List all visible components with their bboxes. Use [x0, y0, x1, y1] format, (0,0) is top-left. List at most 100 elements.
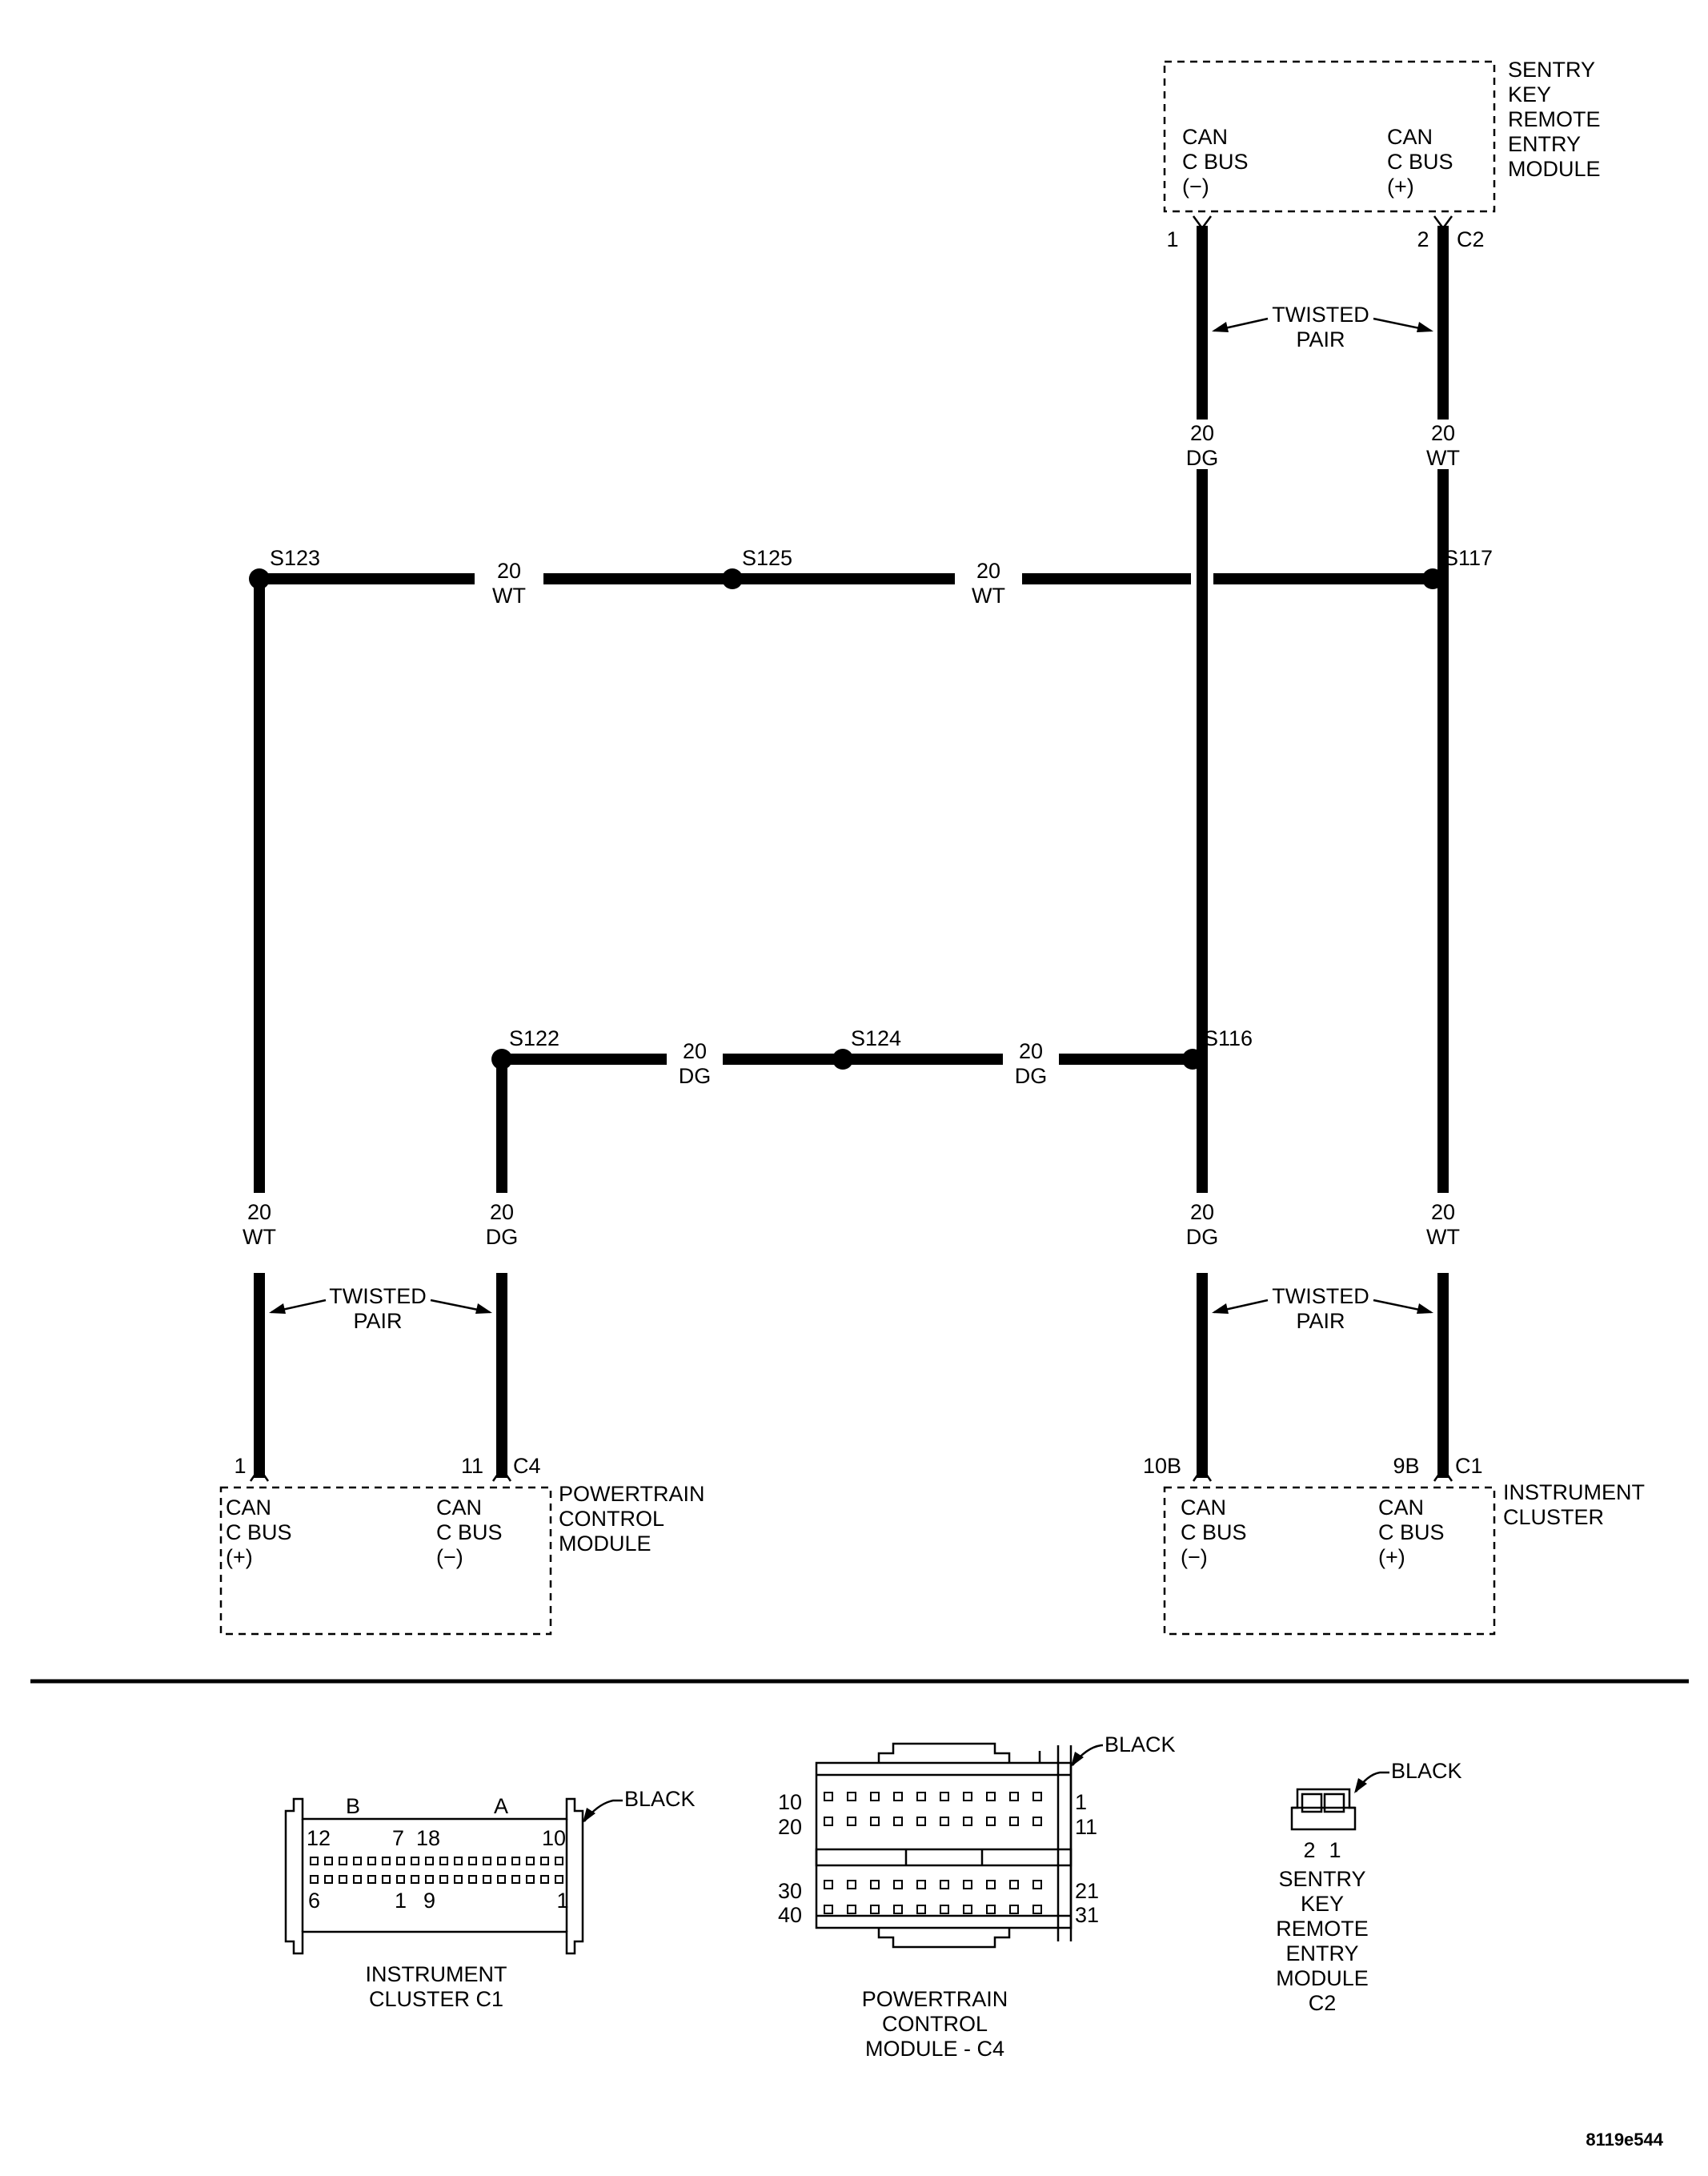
splice-label-s124: S124 [851, 1026, 901, 1050]
cluster-right-label-1: CAN [1378, 1495, 1424, 1520]
arrowhead-icon [1417, 1303, 1433, 1314]
arrowhead-icon [1417, 322, 1433, 332]
skrem-connector-id: C2 [1457, 227, 1485, 251]
splice-dot [249, 568, 270, 589]
pin-cavity [986, 1817, 996, 1826]
cluster-c1-section-b: B [346, 1794, 360, 1818]
pin-cavity [1009, 1880, 1019, 1889]
pcm-c4-pin-grid [824, 1792, 1042, 1914]
wire-label-gauge: 20 [1190, 1200, 1214, 1224]
pin-cavity [824, 1817, 833, 1826]
pin-cavity [916, 1905, 926, 1914]
pin-cavity [310, 1857, 319, 1865]
pin-cavity [1009, 1817, 1019, 1826]
cluster-c1-pin-label: 7 [392, 1826, 404, 1850]
splice-dot [491, 1049, 512, 1070]
arrowhead-icon [1071, 1752, 1084, 1767]
pin-cavity [396, 1875, 405, 1884]
pin-cavity [411, 1857, 419, 1865]
cluster-pin-10b: 10B [1143, 1454, 1181, 1478]
pin-cavity [439, 1875, 448, 1884]
pin-cavity [986, 1905, 996, 1914]
skrem-title-1: SENTRY [1508, 58, 1595, 82]
cluster-c1-pin-grid [310, 1857, 563, 1884]
arrowhead-icon [1212, 322, 1229, 332]
pin-cavity [540, 1857, 549, 1865]
cluster-c1-pin-label: 12 [307, 1826, 331, 1850]
pcm-title-2: CONTROL [559, 1507, 664, 1531]
wire-label-color: WT [1426, 1225, 1460, 1249]
pin-cavity [1032, 1817, 1042, 1826]
pcm-right-label-3: (−) [436, 1545, 463, 1569]
pin-cavity [454, 1875, 463, 1884]
pin-cavity [439, 1857, 448, 1865]
pcm-c4-divider [815, 1848, 1073, 1867]
twisted-pair-pcm: TWISTED PAIR [269, 1284, 492, 1333]
skrem-c2-title-3: REMOTE [1276, 1917, 1369, 1941]
wire-label-color: DG [1186, 446, 1219, 470]
pin-cavity [963, 1817, 972, 1826]
skrem-module: SENTRY KEY REMOTE ENTRY MODULE CAN C BUS… [1163, 58, 1601, 251]
skrem-right-label-2: C BUS [1387, 150, 1453, 174]
wire-label-gauge: 20 [1019, 1039, 1043, 1063]
cluster-title-2: CLUSTER [1503, 1505, 1604, 1529]
wire-label-color: WT [492, 584, 526, 608]
pin-cavity [847, 1817, 856, 1826]
pcm-right-label-2: C BUS [436, 1520, 503, 1544]
pcm-c4-pin-label: 30 [778, 1879, 802, 1903]
wire-label-gauge: 20 [683, 1039, 707, 1063]
pin-cavity [511, 1875, 520, 1884]
pcm-c4-pin-label: 10 [778, 1790, 802, 1814]
splice-dot [1422, 568, 1443, 589]
pin-cavity [324, 1857, 333, 1865]
pin-cavity [963, 1905, 972, 1914]
pin-cavity [367, 1857, 376, 1865]
wire-label-color: WT [243, 1225, 276, 1249]
twisted-pair-label: PAIR [1296, 1309, 1345, 1333]
cluster-pin10b-chevron [1192, 1466, 1213, 1482]
skrem-right-label-1: CAN [1387, 125, 1433, 149]
splice-label-s117: S117 [1444, 546, 1493, 570]
pin-cavity [893, 1792, 903, 1801]
figure-reference: 8119e544 [1586, 2130, 1663, 2150]
cluster-right-label-3: (+) [1378, 1545, 1405, 1569]
pcm-c4-title-3: MODULE - C4 [865, 2037, 1004, 2061]
wire-label-gauge: 20 [1431, 421, 1455, 445]
pin-cavity [1009, 1905, 1019, 1914]
pin-cavity [916, 1792, 926, 1801]
pcm-c4-color: BLACK [1105, 1732, 1176, 1756]
skrem-c2-cavity [1301, 1793, 1323, 1813]
cluster-connector-id: C1 [1455, 1454, 1483, 1478]
cluster-module: 10B 9B C1 CAN C BUS (−) CAN C BUS (+) IN… [1143, 1454, 1645, 1636]
pin-cavity [468, 1857, 477, 1865]
pin-cavity [425, 1875, 434, 1884]
pin-cavity [870, 1905, 880, 1914]
pcm-c4-pin-label: 31 [1075, 1903, 1099, 1927]
pin-cavity [526, 1857, 535, 1865]
wires [254, 226, 1449, 1478]
splices: S123 S125 S117 S122 S124 S116 [249, 546, 1493, 1070]
pcm-c4-title-2: CONTROL [882, 2012, 988, 2036]
pin-cavity [893, 1905, 903, 1914]
wire-label-color: DG [1015, 1064, 1048, 1088]
splice-label-s125: S125 [742, 546, 792, 570]
splice-label-s123: S123 [270, 546, 320, 570]
pin-cavity [916, 1817, 926, 1826]
pin-cavity [940, 1905, 949, 1914]
cluster-left-label-2: C BUS [1181, 1520, 1247, 1544]
skrem-c2-pin-label: 1 [1329, 1838, 1341, 1862]
pin-cavity [870, 1792, 880, 1801]
twisted-pair-label: TWISTED [1272, 303, 1369, 327]
pin-cavity [555, 1875, 563, 1884]
pin-cavity [339, 1857, 347, 1865]
wire-label-color: DG [486, 1225, 519, 1249]
pcm-module: 1 11 C4 CAN C BUS (+) CAN C BUS (−) POWE… [219, 1454, 705, 1636]
pin-cavity [454, 1857, 463, 1865]
pcm-left-label-2: C BUS [226, 1520, 292, 1544]
cluster-c1-color: BLACK [624, 1787, 696, 1811]
pin-cavity [824, 1792, 833, 1801]
arrowhead-icon [1354, 1778, 1367, 1793]
pin-cavity [310, 1875, 319, 1884]
cluster-left-label-3: (−) [1181, 1545, 1208, 1569]
wire-label-gauge: 20 [497, 559, 521, 583]
